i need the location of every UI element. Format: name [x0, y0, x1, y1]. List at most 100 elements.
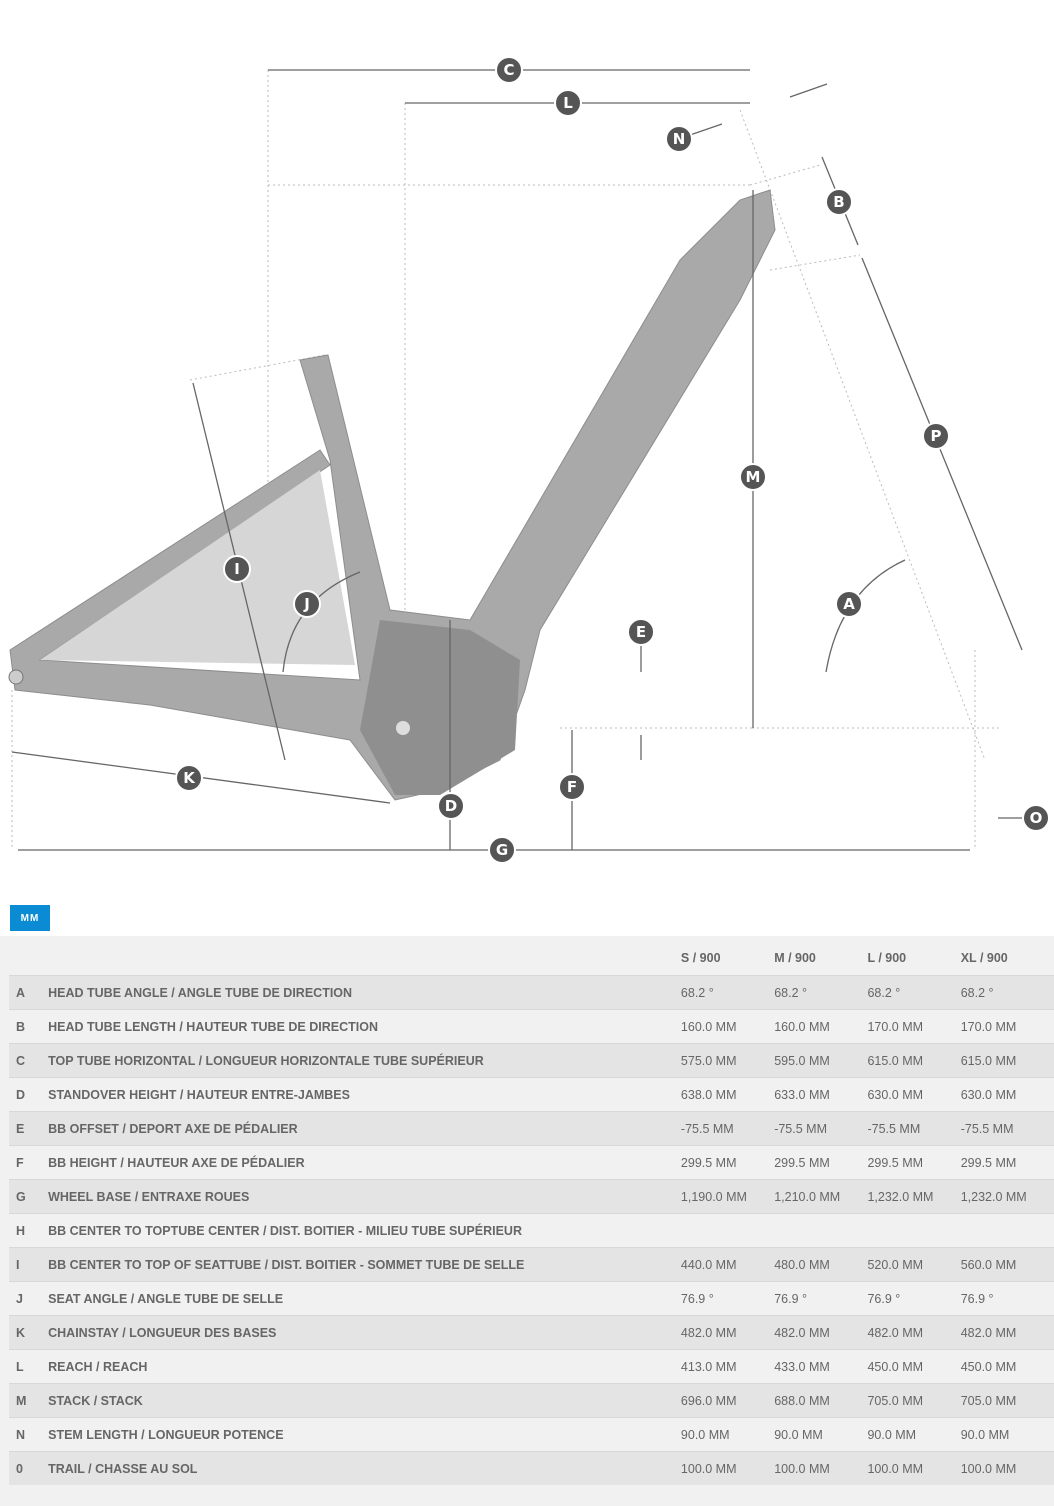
dimension-lines — [11, 69, 1023, 851]
geometry-table: S / 900 M / 900 L / 900 XL / 900 A HEAD TUB… — [9, 940, 1054, 1485]
row-value: 160.0 MM — [774, 1009, 868, 1044]
row-value: -75.5 MM — [960, 1111, 1054, 1146]
row-name: BB CENTER TO TOPTUBE CENTER / DIST. BOIT… — [48, 1213, 681, 1248]
column-header: L / 900 — [867, 950, 907, 965]
row-name: STANDOVER HEIGHT / HAUTEUR ENTRE-JAMBES — [48, 1077, 681, 1112]
row-key: A — [9, 975, 49, 1010]
geometry-table-container: S / 900 M / 900 L / 900 XL / 900 A HEAD TUB… — [0, 936, 1054, 1506]
row-name: STEM LENGTH / LONGUEUR POTENCE — [48, 1417, 681, 1452]
row-name: HEAD TUBE LENGTH / HAUTEUR TUBE DE DIREC… — [48, 1009, 681, 1044]
row-value — [867, 1213, 961, 1248]
label-l: L — [554, 89, 582, 117]
bike-frame — [8, 189, 776, 801]
table-row: I BB CENTER TO TOP OF SEATTUBE / DIST. B… — [9, 1247, 1054, 1282]
table-row: H BB CENTER TO TOPTUBE CENTER / DIST. BO… — [9, 1213, 1054, 1248]
row-value: 100.0 MM — [867, 1451, 961, 1485]
row-value: -75.5 MM — [680, 1111, 775, 1146]
row-value — [960, 1213, 1054, 1248]
unit-tab-mm[interactable]: MM — [10, 905, 50, 931]
frame-geometry-diagram: C L N B P M A E I J K D F G O — [8, 56, 1050, 864]
row-value: 440.0 MM — [680, 1247, 775, 1282]
svg-text:M: M — [746, 468, 761, 486]
row-value: 560.0 MM — [960, 1247, 1054, 1282]
svg-text:J: J — [303, 595, 310, 613]
row-value: 520.0 MM — [867, 1247, 961, 1282]
row-value: 68.2 ° — [680, 975, 775, 1010]
row-key: B — [9, 1009, 49, 1044]
row-value: 633.0 MM — [774, 1077, 868, 1112]
row-value: 170.0 MM — [960, 1009, 1054, 1044]
row-value: 90.0 MM — [774, 1417, 868, 1452]
label-m: M — [739, 463, 767, 491]
row-value: 482.0 MM — [867, 1315, 961, 1350]
row-value: 630.0 MM — [960, 1077, 1054, 1112]
row-value: 615.0 MM — [867, 1043, 961, 1078]
row-value: 100.0 MM — [960, 1451, 1054, 1485]
row-value: 413.0 MM — [680, 1349, 775, 1384]
row-value — [680, 1213, 775, 1248]
row-name: STACK / STACK — [48, 1383, 681, 1418]
row-value: 160.0 MM — [680, 1009, 775, 1044]
row-key: M — [9, 1383, 49, 1418]
svg-text:N: N — [673, 130, 686, 148]
row-value: 638.0 MM — [680, 1077, 775, 1112]
label-e: E — [627, 618, 655, 646]
label-i: I — [223, 555, 251, 583]
svg-text:D: D — [445, 797, 457, 815]
svg-text:I: I — [234, 560, 240, 578]
row-value: -75.5 MM — [774, 1111, 868, 1146]
column-header: M / 900 — [774, 950, 816, 965]
row-name: BB CENTER TO TOP OF SEATTUBE / DIST. BOI… — [48, 1247, 681, 1282]
row-key: K — [9, 1315, 49, 1350]
svg-text:O: O — [1030, 809, 1043, 827]
row-name: TRAIL / CHASSE AU SOL — [48, 1451, 681, 1485]
table-row: E BB OFFSET / DEPORT AXE DE PÉDALIER -75… — [9, 1111, 1054, 1146]
row-value: 630.0 MM — [867, 1077, 961, 1112]
row-value: 696.0 MM — [680, 1383, 775, 1418]
svg-text:E: E — [636, 623, 646, 641]
construction-lines — [11, 70, 1000, 850]
row-key: E — [9, 1111, 49, 1146]
table-row: B HEAD TUBE LENGTH / HAUTEUR TUBE DE DIR… — [9, 1009, 1054, 1044]
row-value: -75.5 MM — [867, 1111, 961, 1146]
row-value: 90.0 MM — [867, 1417, 961, 1452]
row-value: 433.0 MM — [774, 1349, 868, 1384]
header-key — [9, 940, 48, 976]
row-value: 76.9 ° — [680, 1281, 775, 1316]
label-d: D — [437, 792, 465, 820]
row-value: 90.0 MM — [680, 1417, 775, 1452]
column-header: S / 900 — [680, 950, 721, 965]
row-value: 170.0 MM — [867, 1009, 961, 1044]
row-key: 0 — [9, 1451, 49, 1485]
row-value: 595.0 MM — [774, 1043, 868, 1078]
row-value: 450.0 MM — [960, 1349, 1054, 1384]
row-name: REACH / REACH — [48, 1349, 681, 1384]
svg-text:F: F — [567, 778, 577, 796]
label-j: J — [293, 590, 321, 618]
label-b: B — [825, 188, 853, 216]
label-n: N — [665, 125, 693, 153]
svg-text:K: K — [183, 769, 196, 787]
table-row: F BB HEIGHT / HAUTEUR AXE DE PÉDALIER 29… — [9, 1145, 1054, 1180]
row-name: HEAD TUBE ANGLE / ANGLE TUBE DE DIRECTIO… — [48, 975, 681, 1010]
svg-text:A: A — [843, 595, 855, 613]
row-name: TOP TUBE HORIZONTAL / LONGUEUR HORIZONTA… — [48, 1043, 681, 1078]
svg-text:L: L — [563, 94, 573, 112]
svg-text:G: G — [496, 841, 508, 859]
label-p: P — [922, 422, 950, 450]
row-name: CHAINSTAY / LONGUEUR DES BASES — [48, 1315, 681, 1350]
header-name — [48, 940, 681, 976]
row-value: 1,232.0 MM — [867, 1179, 961, 1214]
row-value: 100.0 MM — [774, 1451, 868, 1485]
table-row: J SEAT ANGLE / ANGLE TUBE DE SELLE 76.9 … — [9, 1281, 1054, 1316]
svg-text:C: C — [503, 61, 514, 79]
row-value: 482.0 MM — [680, 1315, 775, 1350]
row-value: 76.9 ° — [960, 1281, 1054, 1316]
row-key: L — [9, 1349, 49, 1384]
column-header: XL / 900 — [960, 950, 1008, 965]
row-value: 100.0 MM — [680, 1451, 775, 1485]
